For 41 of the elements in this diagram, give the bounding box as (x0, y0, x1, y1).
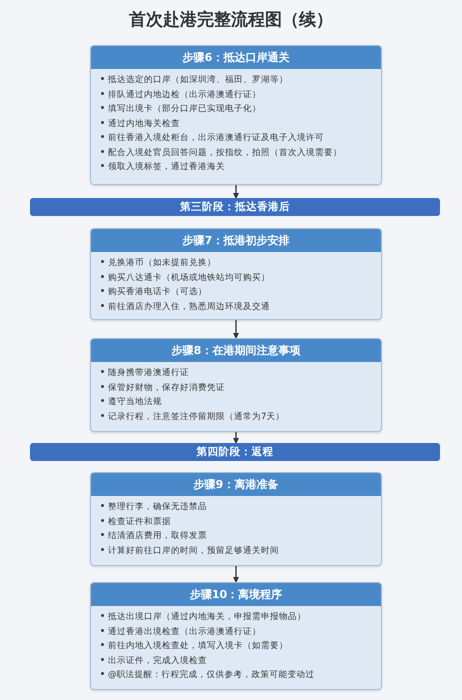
bullet-text: 填写出境卡（部分口岸已实现电子化） (108, 104, 261, 114)
bullet-text: @职法提醒：行程完成，仅供参考，政策可能变动过 (108, 670, 314, 680)
bullet-text: 计算好前往口岸的时间，预留足够通关时间 (108, 546, 279, 556)
step-card (90, 338, 382, 432)
bullet-text: 整理行李，确保无违禁品 (108, 502, 207, 512)
bullet-text: 领取入境标签，通过香港海关 (108, 162, 225, 172)
bullet-text: 遵守当地法规 (108, 397, 162, 407)
bullet-text: 抵达选定的口岸（如深圳湾、福田、罗湖等） (108, 75, 288, 85)
step-card (90, 45, 382, 185)
arrow (233, 432, 239, 444)
bullet-text: 购买八达通卡（机场或地铁站均可购买） (108, 272, 270, 282)
card-heading: 步骤10：离境程序 (91, 583, 381, 606)
bullet-text: 随身携带港澳通行证 (108, 368, 189, 378)
bullet-text: 前往酒店办理入住，熟悉周边环境及交通 (108, 302, 270, 312)
title: 首次赴港完整流程图（续） (128, 9, 334, 31)
bullet-text: 购买香港电话卡（可选） (108, 287, 207, 297)
arrow (233, 185, 239, 199)
arrow (233, 566, 239, 583)
card-heading: 步骤6：抵达口岸通关 (91, 46, 381, 69)
bullet-text: 通过香港出境检查（出示港澳通行证） (108, 626, 261, 636)
bullet-text: 检查证件和票据 (108, 516, 171, 526)
phase-banner: 第三阶段：抵达香港后 (30, 198, 440, 216)
bullet-text: 通过内地海关检查 (108, 118, 180, 128)
bullet-text: 兑换港币（如未提前兑换） (108, 258, 216, 268)
step-card (90, 228, 382, 320)
step-card (90, 582, 382, 690)
bullet-text: 结清酒店费用，取得发票 (108, 531, 207, 541)
bullet-text: 前往香港入境处柜台，出示港澳通行证及电子入境许可 (108, 133, 324, 143)
bullet-text: 前往内地入境检查处，填写入境卡（如需要） (108, 641, 288, 651)
bullet-text: 抵达出境口岸（通过内地海关，申报需申报物品） (108, 612, 306, 622)
bullet-text: 出示证件，完成入境检查 (108, 656, 207, 666)
card-heading: 步骤9：离港准备 (91, 473, 381, 496)
step-card (90, 472, 382, 566)
arrow (233, 320, 239, 339)
bullet-text: 配合入境处官员回答问题，按指纹，拍照（首次入境需要） (108, 148, 342, 158)
card-heading: 步骤8：在港期间注意事项 (91, 339, 381, 362)
bullet-text: 保管好财物，保存好消费凭证 (108, 382, 225, 392)
card-heading: 步骤7：抵港初步安排 (91, 229, 381, 252)
bullet-text: 记录行程，注意签注停留期限（通常为7天） (108, 412, 284, 422)
bullet-text: 排队通过内地边检（出示港澳通行证） (108, 90, 261, 100)
phase-banner: 第四阶段：返程 (30, 443, 440, 461)
